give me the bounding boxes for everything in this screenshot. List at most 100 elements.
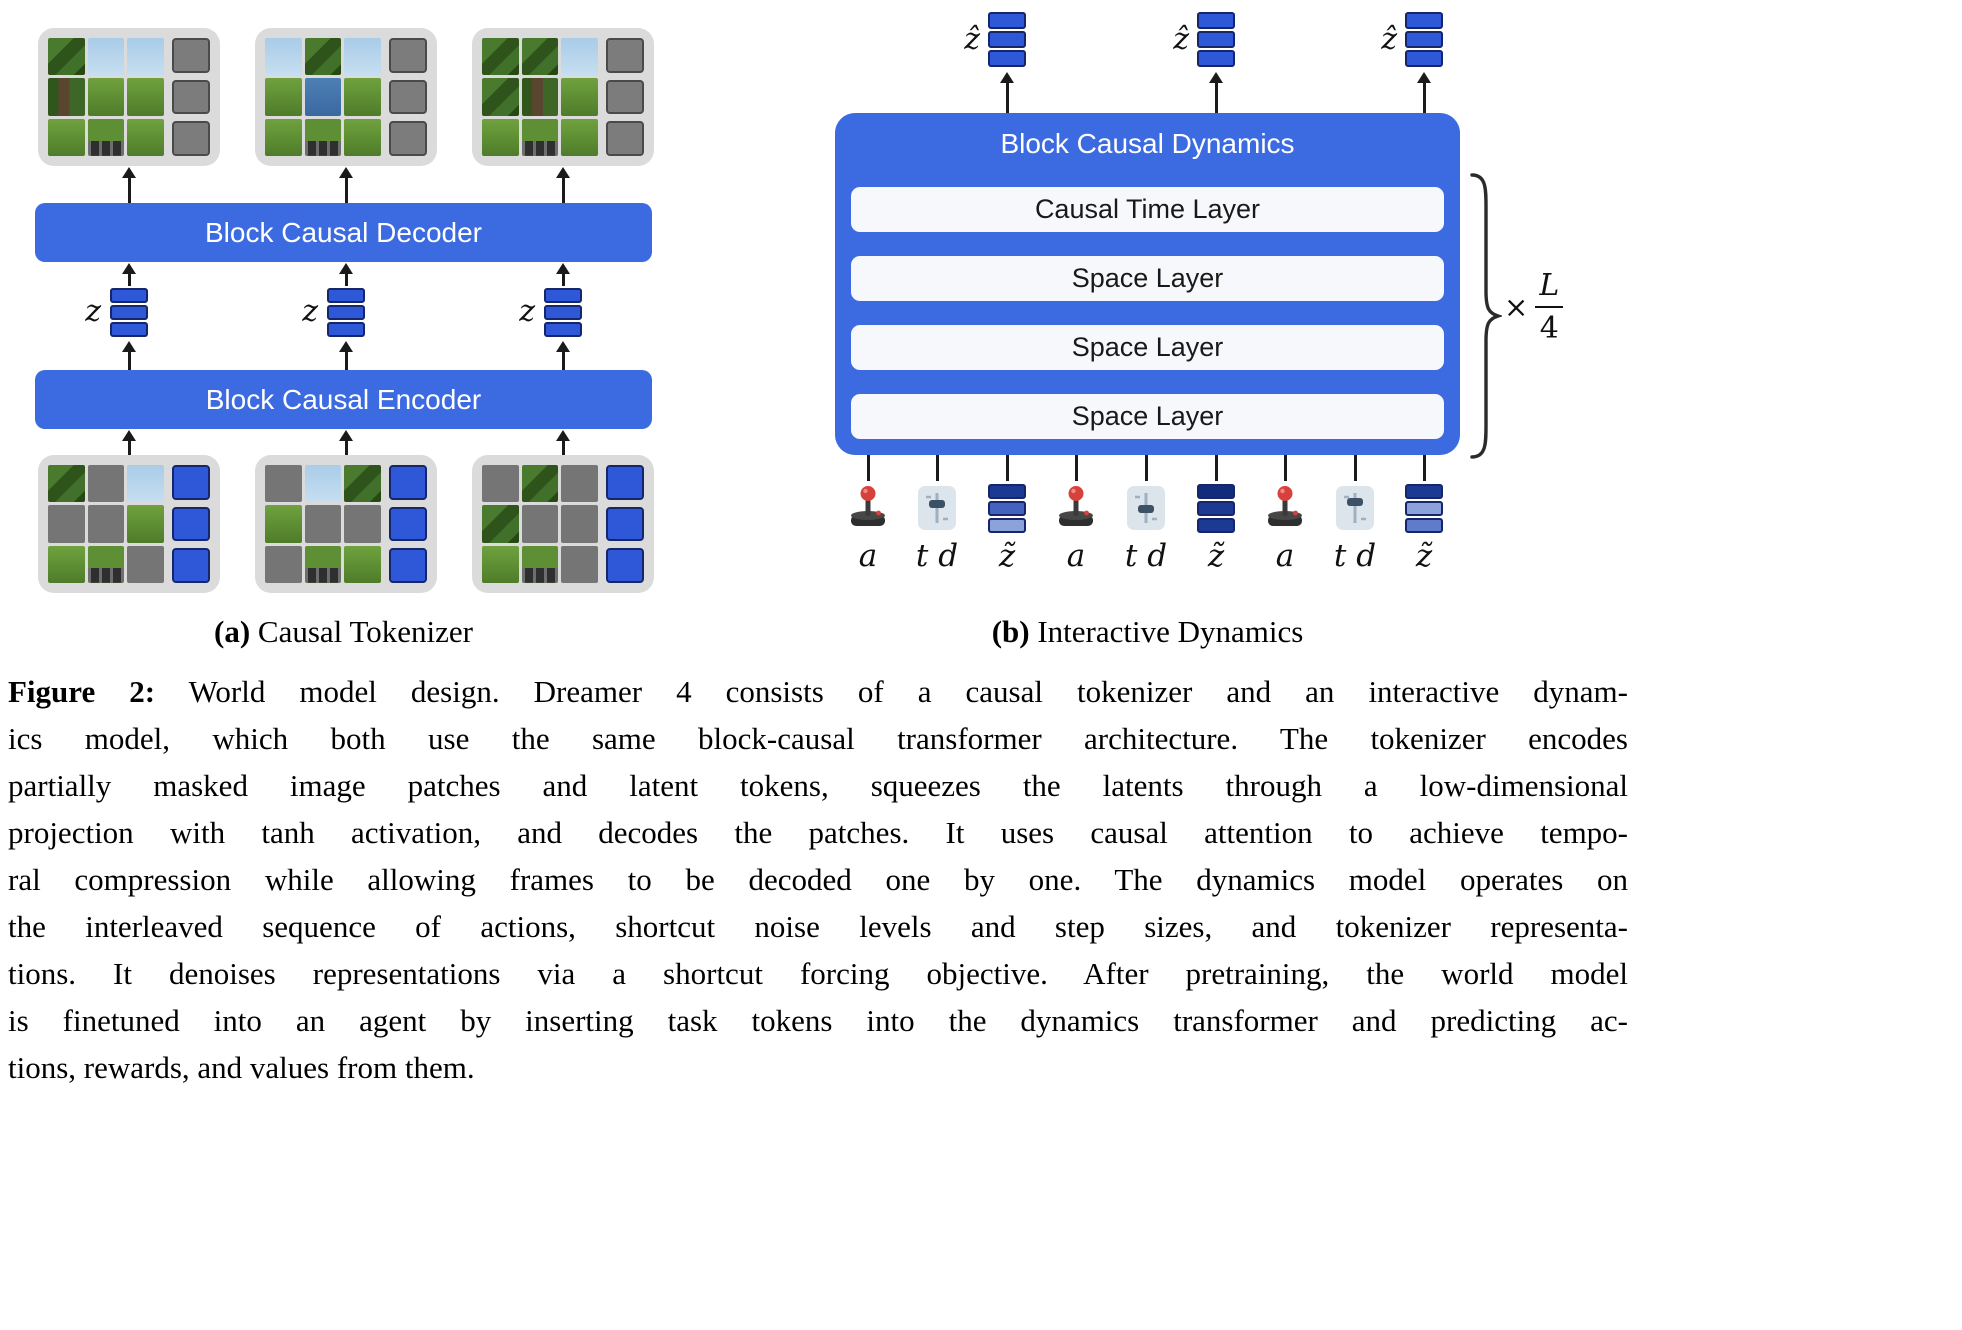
latent-cell (1197, 31, 1235, 48)
patch-cell-tree (521, 78, 559, 116)
decoder-label: Block Causal Decoder (204, 216, 483, 248)
latent-cell (606, 79, 644, 115)
patch-cell-leaf (521, 38, 559, 76)
slider-icon (1336, 486, 1374, 530)
latent-cell (606, 465, 644, 500)
patch-cell-grass (265, 78, 302, 116)
patch-cell-hotbar (521, 545, 559, 583)
patch-cell-hotbar (304, 118, 342, 156)
patch-cell-sky (87, 38, 125, 76)
connector-line (1144, 455, 1148, 481)
patch-cell-mask (265, 545, 302, 583)
patch-cell-mask (87, 465, 125, 503)
patch-cell-sky (344, 38, 381, 76)
arrow-up-icon (122, 341, 136, 370)
joystick-icon (1268, 486, 1302, 526)
predicted-latent-stack (988, 12, 1026, 67)
latent-cell (172, 465, 210, 500)
latent-cell (988, 518, 1026, 533)
arrow-up-icon (556, 341, 570, 370)
repeat-factor: × L 4 (1504, 268, 1564, 346)
patch-cell-mask (304, 505, 342, 543)
slider-icon (1127, 486, 1165, 530)
latent-cell (1405, 484, 1443, 499)
timestep-label: t d (1333, 538, 1377, 574)
patch-cell-leaf (482, 505, 519, 543)
caption-line: Figure 2: World model design. Dreamer 4 … (8, 674, 1628, 709)
arrow-up-icon (122, 167, 136, 203)
patch-cell-leaf (304, 38, 342, 76)
layer-causal-time: Causal Time Layer (851, 187, 1444, 232)
patch-cell-grass (87, 78, 125, 116)
patch-cell-grass (482, 545, 519, 583)
latent-cell (988, 12, 1026, 29)
latent-cell (110, 305, 148, 320)
caption-line: the interleaved sequence of actions, sho… (8, 909, 1628, 944)
patch-cell-grass (561, 118, 598, 156)
patch-cell-mask (482, 465, 519, 503)
latent-cell (1405, 50, 1443, 67)
latent-cell (389, 79, 427, 115)
arrow-up-icon (556, 167, 570, 203)
patch-cell-leaf (48, 465, 85, 503)
latent-cell (544, 305, 582, 320)
arrow-up-icon (339, 430, 353, 455)
patch-grid (482, 38, 598, 156)
latent-cell (172, 121, 210, 157)
subcaption-a: (a) Causal Tokenizer (35, 614, 652, 650)
patch-cell-mask (521, 505, 559, 543)
patch-grid (265, 465, 381, 583)
subcaption-b-prefix: (b) (991, 614, 1030, 649)
z-label: z (302, 294, 318, 329)
patch-cell-grass (344, 545, 381, 583)
latent-cell (327, 322, 365, 337)
masked-latent-column (172, 38, 210, 157)
patch-cell-sky (265, 38, 302, 76)
patch-grid (265, 38, 381, 156)
masked-input-frame-2 (255, 455, 437, 593)
latent-cell (1405, 12, 1443, 29)
patch-cell-hotbar (304, 545, 342, 583)
latent-cell (988, 50, 1026, 67)
masked-input-frame-1 (38, 455, 220, 593)
masked-latent-column (389, 38, 427, 157)
latent-cell (988, 501, 1026, 516)
dynamics-title: Block Causal Dynamics (1000, 128, 1295, 159)
latent-token-column (172, 465, 210, 584)
patch-cell-leaf (482, 38, 519, 76)
latent-cell (988, 31, 1026, 48)
fraction-L-over-4: L 4 (1535, 268, 1564, 346)
latent-cell (389, 506, 427, 542)
latent-cell (172, 506, 210, 542)
figure-caption: Figure 2: World model design. Dreamer 4 … (8, 668, 1628, 1091)
patch-cell-hotbar (521, 118, 559, 156)
latent-cell (110, 288, 148, 303)
caption-line: tions. It denoises representations via a… (8, 956, 1628, 991)
arrow-up-icon (556, 263, 570, 286)
latent-label: z̃ (998, 538, 1016, 574)
brace-icon (1470, 173, 1502, 459)
noisy-latent-stack (988, 484, 1026, 533)
predicted-latent-stack (1405, 12, 1443, 67)
connector-line (935, 455, 939, 481)
caption-line: ral compression while allowing frames to… (8, 862, 1628, 897)
patch-cell-grass (265, 118, 302, 156)
action-label: a (1275, 538, 1295, 574)
subcaption-b-text: Interactive Dynamics (1037, 614, 1304, 649)
patch-cell-mask (561, 545, 598, 583)
layer-space-2: Space Layer (851, 325, 1444, 370)
caption-line: projection with tanh activation, and dec… (8, 815, 1628, 850)
latent-cell (544, 288, 582, 303)
action-label: a (858, 538, 878, 574)
z-label: z (85, 294, 101, 329)
latent-cell (1197, 501, 1235, 516)
patch-cell-hotbar (87, 545, 125, 583)
latent-cell (606, 121, 644, 157)
patch-cell-grass (48, 545, 85, 583)
latent-label: z̃ (1415, 538, 1433, 574)
latent-stack-z (327, 288, 365, 337)
slider-icon (918, 486, 956, 530)
latent-cell (988, 484, 1026, 499)
subcaption-b: (b) Interactive Dynamics (835, 614, 1460, 650)
timestep-label: t d (915, 538, 959, 574)
